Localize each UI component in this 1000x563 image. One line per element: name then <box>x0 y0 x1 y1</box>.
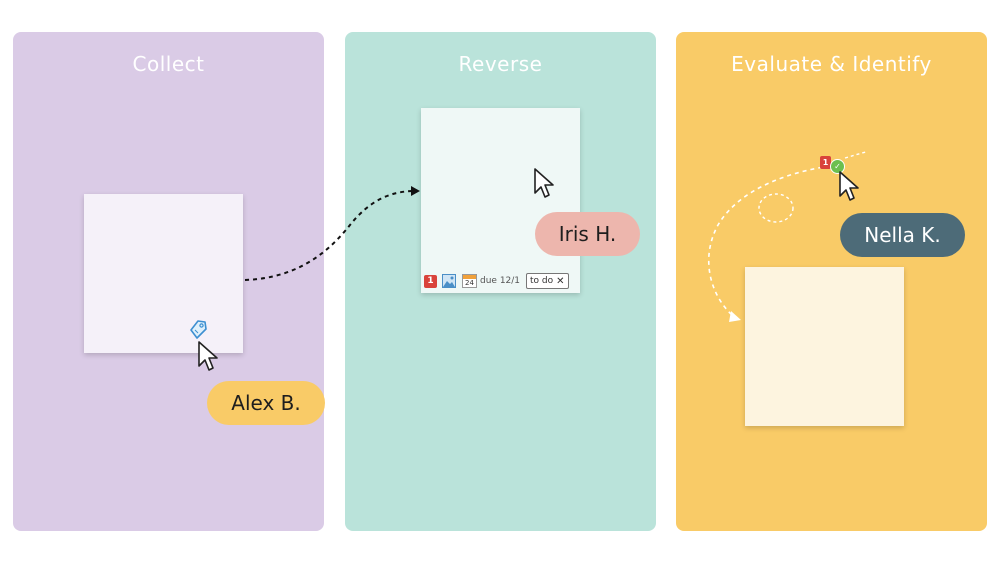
collect-column-title: Collect <box>132 52 205 76</box>
close-icon[interactable]: ✕ <box>556 275 565 287</box>
user-label-iris: Iris H. <box>535 212 640 256</box>
nella-cursor-icon <box>839 171 859 201</box>
calendar-day: 24 <box>465 279 474 287</box>
user-label-alex: Alex B. <box>207 381 325 425</box>
tag-icon[interactable] <box>186 318 208 340</box>
sticky-card-collect[interactable] <box>84 194 243 353</box>
due-date-text: due 12/1 <box>480 276 521 286</box>
alex-cursor-icon <box>198 341 218 371</box>
calendar-icon[interactable]: 24 <box>462 274 477 288</box>
count-badge[interactable]: 1 <box>424 274 437 288</box>
check-icon[interactable]: ✓ <box>830 159 845 174</box>
reverse-column-title: Reverse <box>458 52 543 76</box>
image-icon[interactable] <box>442 274 456 288</box>
evaluate-identify-column-title: Evaluate & Identify <box>731 52 932 76</box>
sticky-card-evaluate[interactable] <box>745 267 904 426</box>
card-toolbar: 1 24 due 12/1 to do ✕ <box>424 272 576 290</box>
status-tag-label: to do <box>530 276 554 286</box>
sticky-card-reverse[interactable] <box>421 108 580 293</box>
count-badge-evaluate[interactable]: 1 <box>820 156 831 169</box>
iris-cursor-icon <box>534 168 554 198</box>
user-label-nella: Nella K. <box>840 213 965 257</box>
status-tag[interactable]: to do ✕ <box>526 273 569 289</box>
